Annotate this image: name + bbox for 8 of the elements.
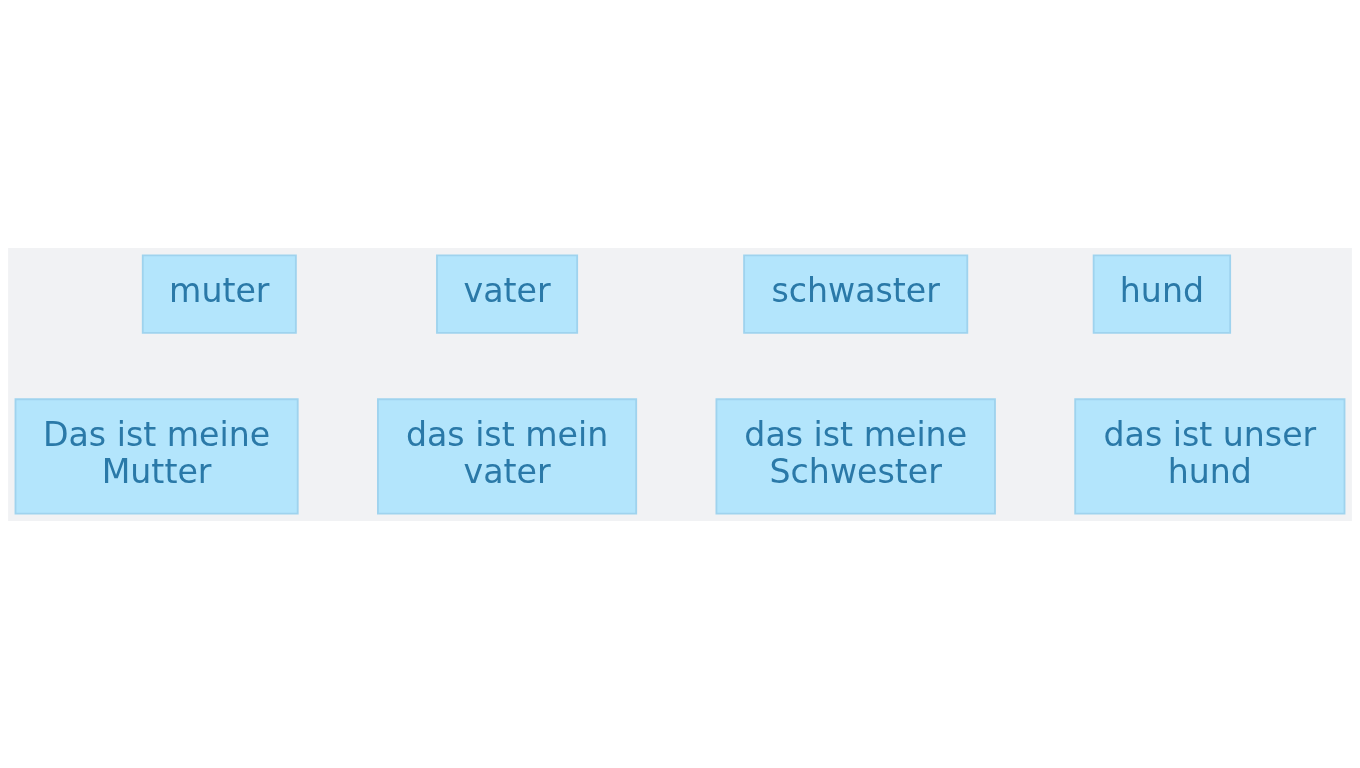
node-box: das ist mein vater [377,397,638,515]
node-box: das ist meine Schwester [715,397,996,515]
node-box: vater [436,253,579,334]
node-box: muter [141,253,297,334]
node-box: das ist unser hund [1074,397,1346,515]
node-box: hund [1092,253,1232,334]
node-box: schwaster [743,253,969,334]
node-box: Das ist meine Mutter [14,397,299,515]
